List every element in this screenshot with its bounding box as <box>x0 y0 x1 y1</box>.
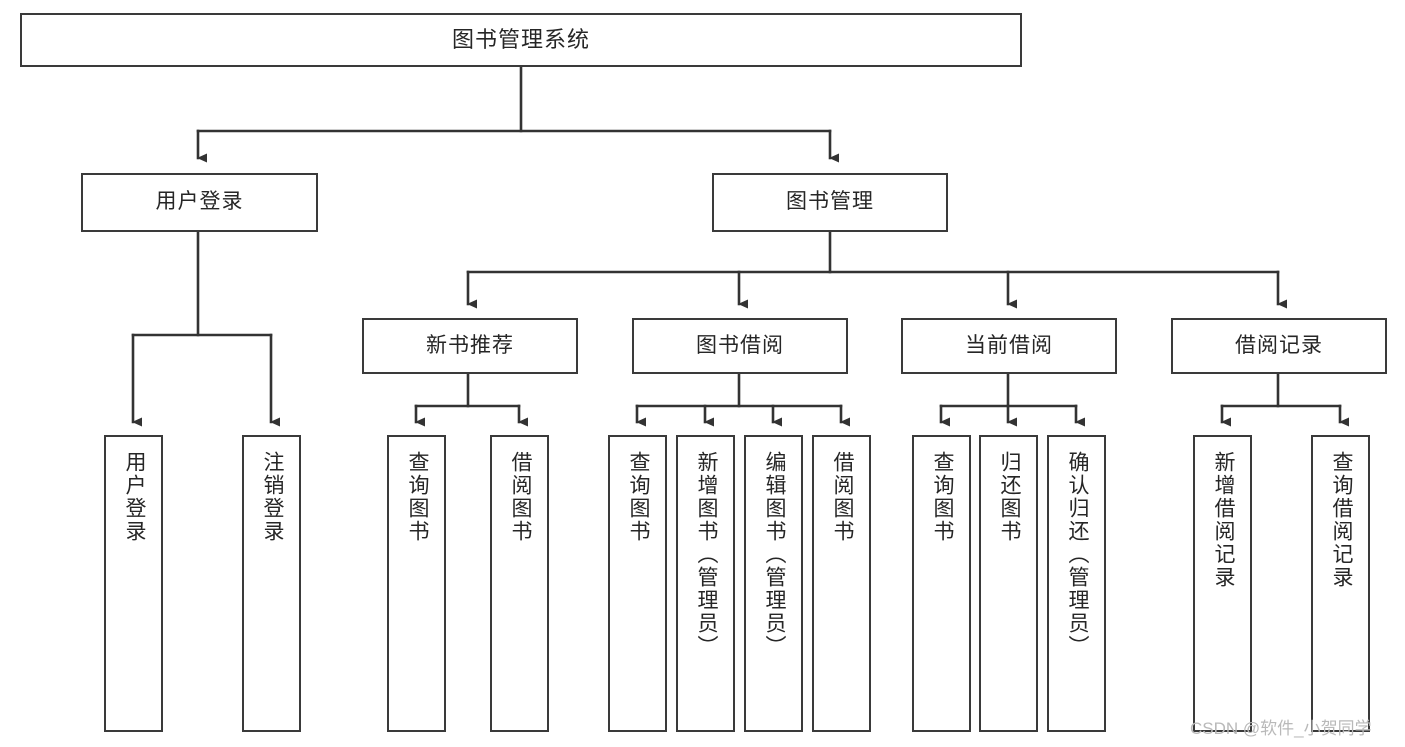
node-borrow-record[interactable]: 借阅记录 <box>1171 318 1387 374</box>
node-label: 查询图书 <box>405 451 429 543</box>
node-leaf-borrow-borrow-book[interactable]: 借阅图书 <box>812 435 871 732</box>
node-label: 图书管理系统 <box>451 27 590 53</box>
node-book-management[interactable]: 图书管理 <box>712 173 948 232</box>
node-leaf-record-add-record[interactable]: 新增借阅记录 <box>1193 435 1252 732</box>
node-label: 查询图书 <box>930 451 954 543</box>
node-leaf-record-query-record[interactable]: 查询借阅记录 <box>1311 435 1370 732</box>
node-leaf-borrow-add-book-admin[interactable]: 新增图书（管理员） <box>676 435 735 732</box>
node-leaf-current-return-book[interactable]: 归还图书 <box>979 435 1038 732</box>
node-label: 编辑图书（管理员） <box>762 451 786 658</box>
node-root-system[interactable]: 图书管理系统 <box>20 13 1022 67</box>
node-label: 当前借阅 <box>965 333 1053 357</box>
node-label: 借阅记录 <box>1235 333 1323 357</box>
node-label: 用户登录 <box>122 451 146 543</box>
node-label: 新增借阅记录 <box>1211 451 1235 589</box>
node-leaf-user-login[interactable]: 用户登录 <box>104 435 163 732</box>
node-leaf-borrow-edit-book-admin[interactable]: 编辑图书（管理员） <box>744 435 803 732</box>
node-leaf-newbook-borrow-book[interactable]: 借阅图书 <box>490 435 549 732</box>
node-label: 查询借阅记录 <box>1329 451 1353 589</box>
node-label: 借阅图书 <box>830 451 854 543</box>
node-label: 确认归还（管理员） <box>1065 451 1089 658</box>
node-leaf-newbook-query-book[interactable]: 查询图书 <box>387 435 446 732</box>
node-leaf-current-query-book[interactable]: 查询图书 <box>912 435 971 732</box>
node-label: 归还图书 <box>997 451 1021 543</box>
watermark-text: CSDN @软件_小贺同学 <box>1190 719 1372 738</box>
node-label: 图书借阅 <box>696 333 784 357</box>
node-label: 查询图书 <box>626 451 650 543</box>
node-label: 新增图书（管理员） <box>694 451 718 658</box>
node-label: 新书推荐 <box>426 333 514 357</box>
node-current-borrow[interactable]: 当前借阅 <box>901 318 1117 374</box>
node-leaf-current-confirm-return-admin[interactable]: 确认归还（管理员） <box>1047 435 1106 732</box>
node-leaf-borrow-query-book[interactable]: 查询图书 <box>608 435 667 732</box>
node-leaf-user-logout[interactable]: 注销登录 <box>242 435 301 732</box>
node-label: 借阅图书 <box>508 451 532 543</box>
node-book-borrow[interactable]: 图书借阅 <box>632 318 848 374</box>
node-user-login[interactable]: 用户登录 <box>81 173 318 232</box>
node-label: 用户登录 <box>155 190 244 214</box>
node-label: 注销登录 <box>260 451 284 543</box>
node-new-book-recommend[interactable]: 新书推荐 <box>362 318 578 374</box>
node-label: 图书管理 <box>786 190 874 214</box>
